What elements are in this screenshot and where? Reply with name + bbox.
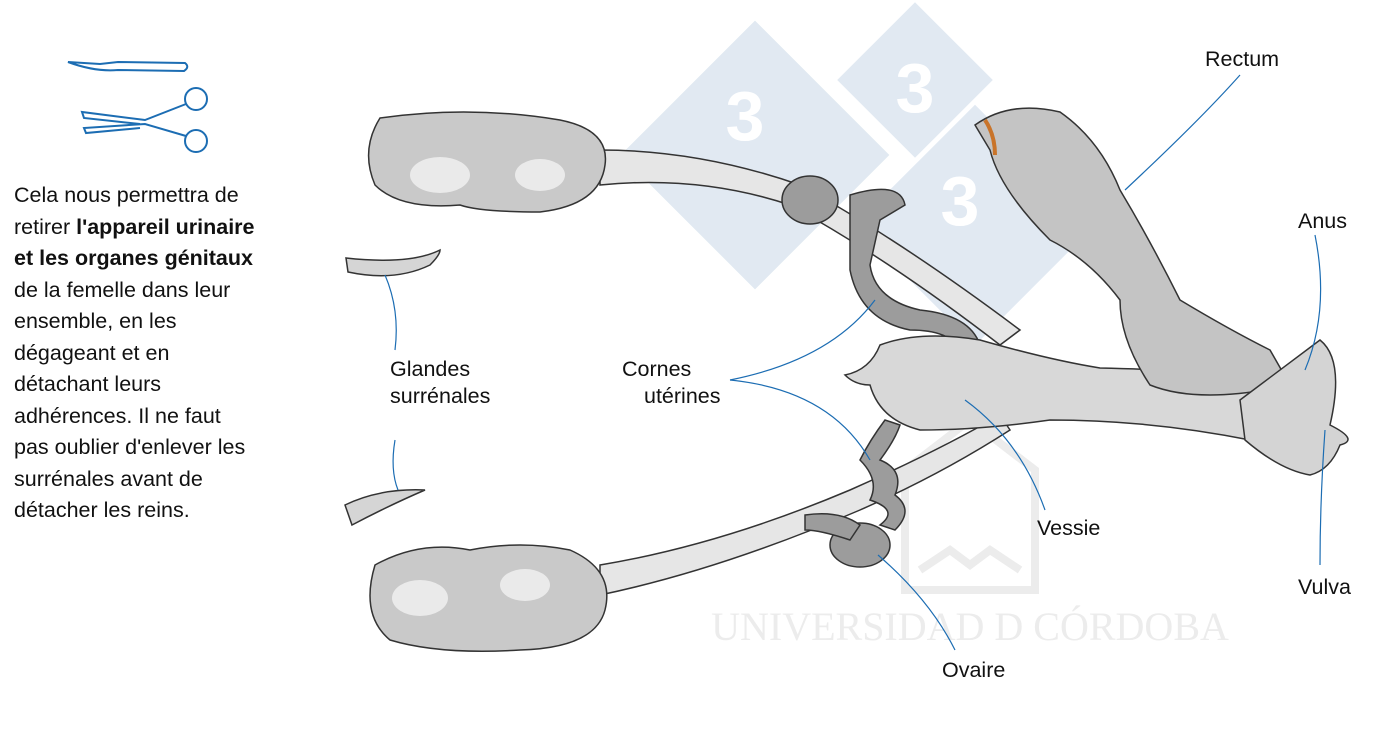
- description-line: ensemble, en les: [14, 309, 177, 333]
- leader-lines: [384, 74, 1326, 651]
- uterine-horns: [781, 175, 981, 568]
- description-line: détachant leurs: [14, 372, 162, 396]
- vulva: [1239, 339, 1349, 476]
- adrenal-gland-upper: [345, 248, 441, 277]
- label-ovary: Ovaire: [942, 658, 1006, 682]
- label-vulva: Vulva: [1298, 575, 1351, 599]
- description-line: retirer l'appareil urinaire: [14, 214, 255, 239]
- description-line: adhérences. Il ne faut: [14, 403, 221, 428]
- description-line: de la femelle dans leur: [14, 277, 231, 302]
- watermark-text: UNIVERSIDAD D CÓRDOBA: [711, 604, 1229, 649]
- kidney-lower: [369, 544, 608, 652]
- label-adrenal-glands: Glandes surrénales: [390, 357, 491, 408]
- ureters: [599, 149, 1022, 596]
- description-line: surrénales avant de: [14, 466, 203, 491]
- description-line: Cela nous permettra de: [14, 183, 239, 207]
- label-rectum: Rectum: [1205, 47, 1280, 71]
- watermark-digit: 3: [941, 162, 980, 240]
- rectum-ligature: [983, 118, 997, 156]
- watermark-digit: 3: [896, 49, 935, 127]
- description-line: pas oublier d'enlever les: [14, 435, 246, 459]
- scalpel-icon: [67, 60, 189, 73]
- label-bladder: Vessie: [1037, 516, 1101, 540]
- description-line: dégageant et en: [14, 340, 170, 365]
- kidney-upper: [367, 111, 607, 213]
- adrenal-gland-lower: [344, 489, 426, 527]
- scissors-icon: [80, 87, 208, 153]
- label-uterine-horns: Cornes utérines: [622, 357, 721, 408]
- description-line: détacher les reins.: [14, 498, 190, 522]
- watermark-digit: 3: [726, 77, 765, 155]
- description-line: et les organes génitaux: [14, 246, 253, 270]
- description-text: Cela nous permettra de retirer l'apparei…: [14, 180, 255, 527]
- university-seal: [901, 414, 1039, 594]
- label-anus: Anus: [1298, 209, 1348, 233]
